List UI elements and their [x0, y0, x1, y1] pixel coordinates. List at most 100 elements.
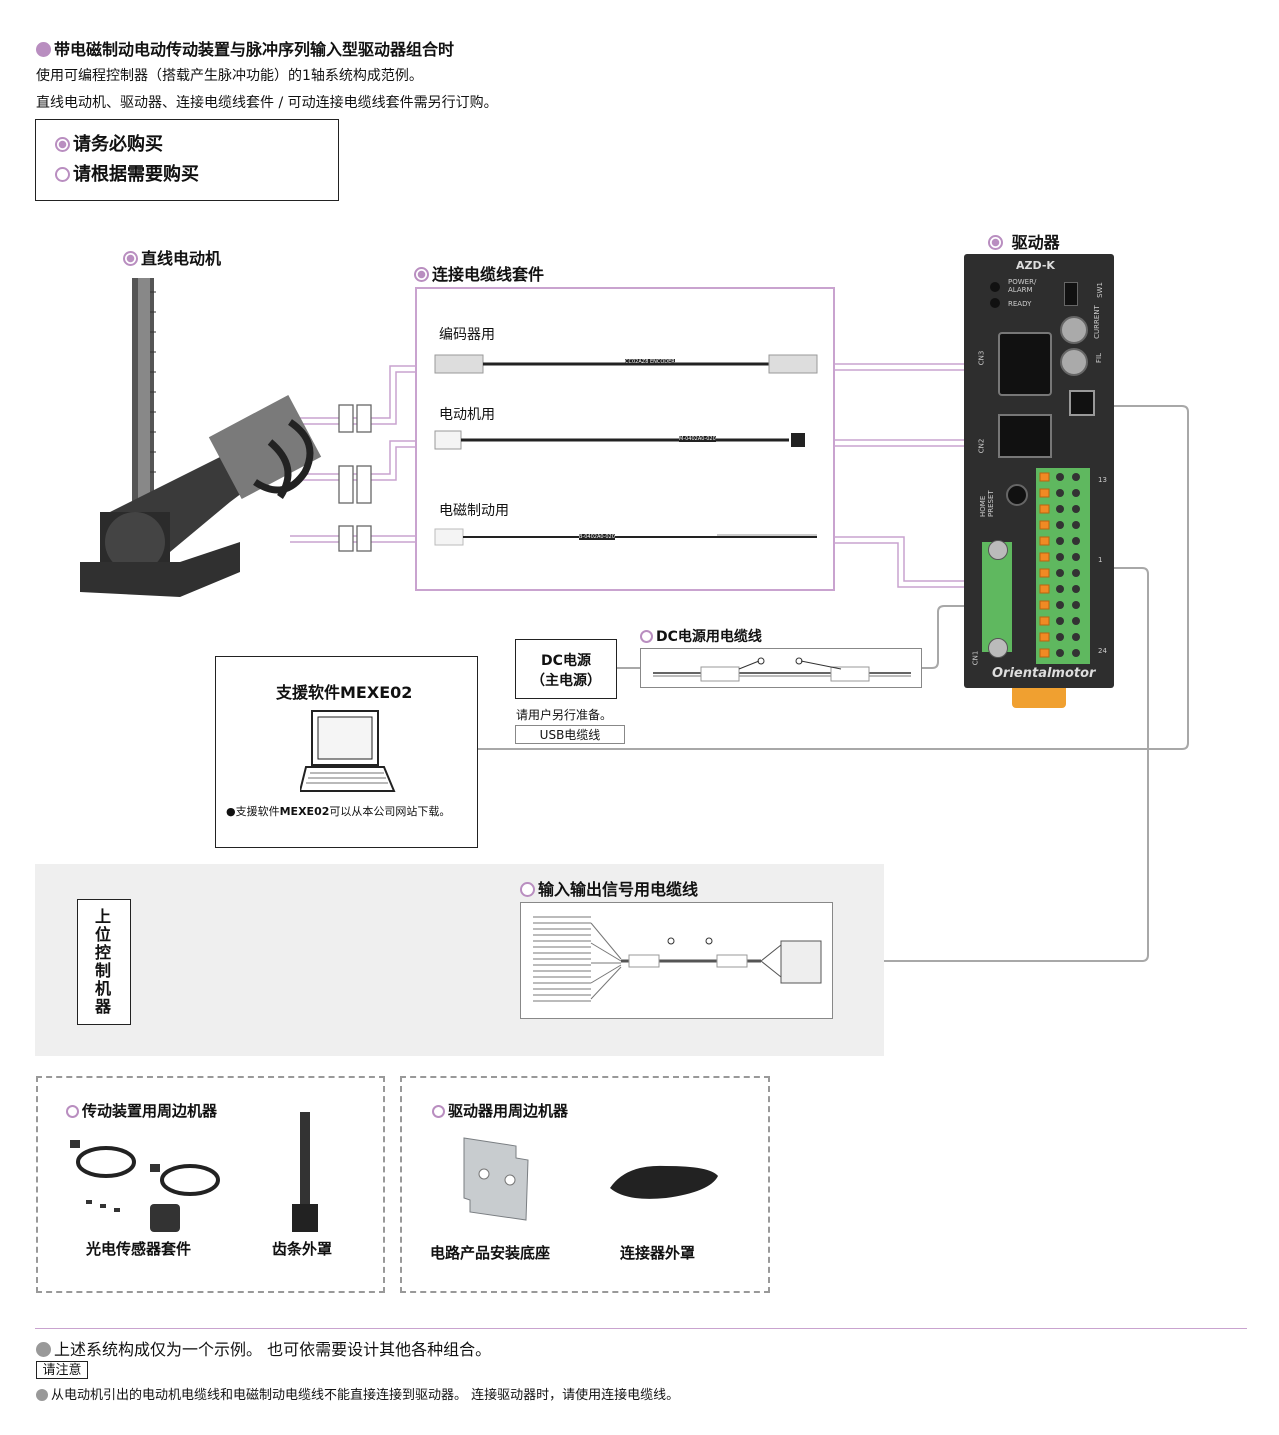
dc-power-line1: DC电源 [541, 653, 591, 669]
footer-note-1: 上述系统构成仅为一个示例。 也可依需要设计其他各种组合。 [36, 1336, 491, 1360]
power-terminal-block [982, 542, 1012, 652]
motor-label: 直线电动机 [123, 245, 221, 269]
usb-cable-label: USB电缆线 [515, 725, 625, 744]
software-title: 支援软件MEXE02 [276, 683, 413, 702]
motor-cable-print: M-0402A0-020 [679, 436, 716, 442]
photo-sensor-kit-image [70, 1140, 220, 1232]
actuator-peripherals-title-text: 传动装置用周边机器 [82, 1102, 218, 1120]
connector-cover-label: 连接器外罩 [620, 1244, 696, 1262]
actuator-peripherals-title: 传动装置用周边机器 [66, 1100, 217, 1121]
motor-cable-label: 电动机用 [439, 407, 495, 423]
software-box: 支援软件MEXE02 ●支援软件MEXE02可以从本公司网站下载。 [215, 656, 478, 848]
din-rail-mount-image [463, 1137, 529, 1221]
footer-note-2-text: 从电动机引出的电动机电缆线和电磁制动电缆线不能直接连接到驱动器。 连接驱动器时，… [51, 1388, 680, 1403]
host-box: 上位控制机器 [77, 899, 131, 1025]
driver-brand: Orientalmotor [992, 666, 1096, 681]
connector-cover-image [610, 1165, 718, 1199]
photo-sensor-kit-label: 光电传感器套件 [86, 1240, 192, 1258]
bullet-icon [36, 1389, 48, 1401]
legend-optional: 请根据需要购买 [55, 160, 199, 186]
intro-line-1: 使用可编程控制器（搭载产生脉冲功能）的1轴系统构成范例。 [36, 68, 423, 84]
legend-required-text: 请务必购买 [73, 134, 163, 155]
footer-note-1-text: 上述系统构成仅为一个示例。 也可依需要设计其他各种组合。 [54, 1340, 492, 1359]
driver-label: 驱动器 [988, 229, 1060, 253]
dc-power-line2: （主电源） [531, 673, 601, 689]
driver-image: AZD-K POWER/ ALARM READY SW1 CURRENT FIL… [964, 254, 1114, 688]
dc-cable-image [653, 657, 911, 682]
screw-icon [988, 540, 1008, 560]
software-note-prefix: ●支援软件 [226, 805, 280, 818]
rack-cover-label: 齿条外罩 [272, 1240, 333, 1258]
host-label: 上位控制机器 [95, 907, 112, 1016]
driver-cn3: CN3 [977, 350, 986, 366]
footer-divider [35, 1328, 1247, 1329]
dip-switch-icon [1064, 282, 1078, 306]
screw-icon [988, 638, 1008, 658]
dc-cable-box [640, 648, 922, 688]
driver-home-preset: HOME PRESET [979, 490, 995, 517]
required-icon [55, 137, 70, 152]
legend-box: 请务必购买 请根据需要购买 [35, 119, 339, 201]
brake-cable-print: B-0402A0-020 [579, 534, 615, 540]
legend-optional-text: 请根据需要购买 [73, 164, 199, 185]
driver-peripherals-box: 驱动器用周边机器 电路产品安装底座 连接器外罩 [400, 1076, 770, 1293]
driver-peripherals-title: 驱动器用周边机器 [432, 1100, 568, 1121]
page-title: 带电磁制动电动传动装置与脉冲序列输入型驱动器组合时 [36, 36, 454, 60]
required-icon [123, 251, 138, 266]
driver-label-text: 驱动器 [1011, 233, 1060, 252]
dc-power-note: 请用户另行准备。 [516, 708, 613, 722]
encoder-connector-icon [998, 332, 1052, 396]
required-icon [414, 267, 429, 282]
led-icon [990, 282, 1000, 292]
io-cable-label: 输入输出信号用电缆线 [520, 876, 698, 900]
legend-required: 请务必购买 [55, 130, 163, 156]
dc-power-box: DC电源 （主电源） [515, 639, 617, 699]
driver-pin24: 24 [1098, 647, 1107, 655]
driver-fil: FIL [1095, 353, 1103, 363]
optional-icon [66, 1105, 79, 1118]
linear-motor-image [80, 278, 322, 597]
optional-icon [55, 167, 70, 182]
io-terminal-block [1036, 468, 1090, 664]
cable-kit-label-text: 连接电缆线套件 [432, 265, 545, 284]
dc-cable-label-text: DC电源用电缆线 [656, 629, 762, 645]
driver-model: AZD-K [1016, 259, 1055, 272]
din-rail-mount-label: 电路产品安装底座 [430, 1244, 551, 1262]
title-text: 带电磁制动电动传动装置与脉冲序列输入型驱动器组合时 [54, 40, 455, 59]
rotary-switch-icon [1060, 348, 1088, 376]
optional-icon [640, 630, 653, 643]
led-icon [990, 298, 1000, 308]
encoder-cable-print: CC02AZ8 ENCODER [625, 359, 675, 365]
driver-cn2: CN2 [977, 438, 986, 454]
kit-cables-image [434, 354, 818, 546]
driver-peripherals-title-text: 驱动器用周边机器 [448, 1102, 569, 1120]
bullet-icon [36, 42, 51, 57]
driver-sw1: SW1 [1095, 282, 1104, 298]
actuator-peripherals-box: 传动装置用周边机器 光电传感器套件 齿条外罩 [36, 1076, 385, 1293]
dc-cable-label: DC电源用电缆线 [640, 626, 762, 646]
encoder-cable-label: 编码器用 [439, 327, 495, 343]
driver-power-alarm: POWER/ ALARM [1008, 278, 1037, 294]
brake-cable-label: 电磁制动用 [439, 503, 509, 519]
software-note-suffix: 可以从本公司网站下载。 [329, 805, 451, 818]
io-terminal-pins [1039, 472, 1080, 658]
motor-label-text: 直线电动机 [141, 249, 222, 268]
din-clip [1012, 688, 1066, 708]
driver-cn1: CN1 [971, 650, 980, 666]
rotary-switch-icon [1060, 316, 1088, 344]
software-note-bold: MEXE02 [279, 805, 330, 818]
software-note: ●支援软件MEXE02可以从本公司网站下载。 [226, 803, 450, 819]
bullet-icon [36, 1342, 51, 1357]
driver-pin13: 13 [1098, 476, 1107, 484]
required-icon [988, 235, 1003, 250]
intro-line-2: 直线电动机、驱动器、连接电缆线套件 / 可动连接电缆线套件需另行订购。 [36, 95, 498, 111]
footer-note-2: 从电动机引出的电动机电缆线和电磁制动电缆线不能直接连接到驱动器。 连接驱动器时，… [36, 1384, 679, 1403]
motor-connector-icon [998, 414, 1052, 458]
optional-icon [520, 882, 535, 897]
home-button-icon[interactable] [1006, 484, 1028, 506]
io-cable-box [520, 902, 833, 1019]
cable-kit-label: 连接电缆线套件 [414, 261, 544, 285]
optional-icon [432, 1105, 445, 1118]
io-cable-image [533, 916, 822, 1002]
caution-label: 请注意 [36, 1361, 88, 1379]
